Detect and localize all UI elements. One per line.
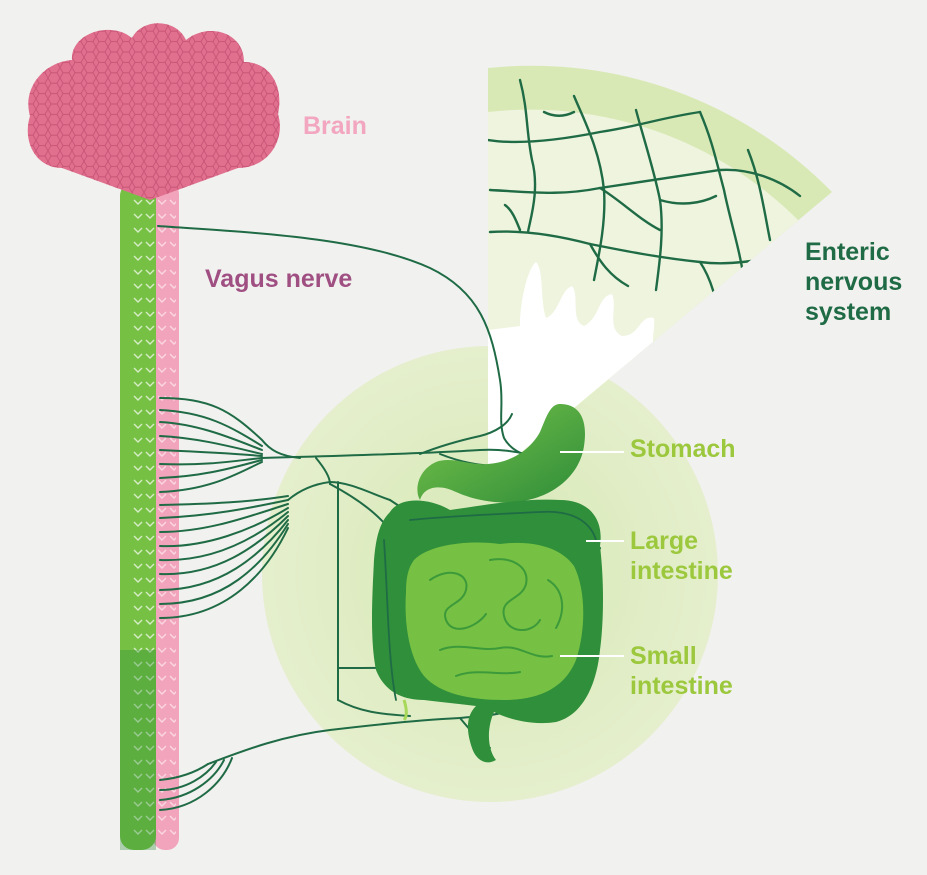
small-label-line-1: Small: [630, 641, 733, 671]
stomach-label: Stomach: [630, 434, 736, 464]
small-intestine-shape: [406, 543, 584, 700]
large-label-line-1: Large: [630, 526, 733, 556]
enteric-nervous-system-label: Enteric nervous system: [805, 237, 902, 327]
small-label-line-2: intestine: [630, 671, 733, 701]
enteric-label-line-2: nervous: [805, 267, 902, 297]
enteric-label-line-3: system: [805, 297, 902, 327]
enteric-label-line-1: Enteric: [805, 237, 902, 267]
brain-label: Brain: [303, 111, 367, 141]
spinal-cord: [120, 182, 179, 850]
large-intestine-label: Large intestine: [630, 526, 733, 586]
small-intestine-label: Small intestine: [630, 641, 733, 701]
vagus-nerve-label: Vagus nerve: [205, 264, 352, 294]
large-label-line-2: intestine: [630, 556, 733, 586]
